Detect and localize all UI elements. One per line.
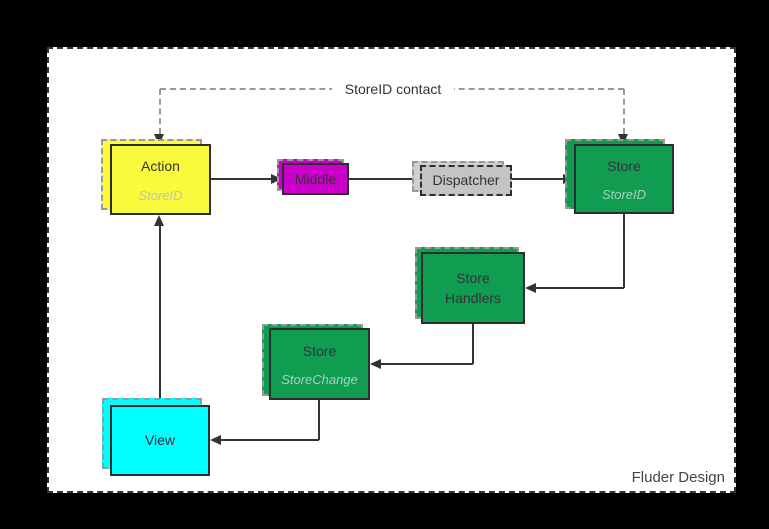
arrowhead-to-middle: [271, 174, 282, 184]
connector-action-to-middle: [211, 178, 272, 180]
connector-handlers-to-storechange: [381, 363, 473, 365]
middle-node[interactable]: Middle: [282, 163, 349, 195]
action-node[interactable]: Action StoreID: [110, 144, 211, 215]
action-node-sublabel: StoreID: [138, 187, 183, 203]
connector-store-to-handlers: [536, 287, 624, 289]
view-node-label: View: [144, 432, 176, 449]
store-change-node[interactable]: Store StoreChange: [269, 328, 370, 400]
store-handlers-node[interactable]: Store Handlers: [421, 252, 525, 324]
connector-handlers-down: [472, 324, 474, 364]
store-node[interactable]: Store StoreID: [574, 144, 674, 214]
store-change-node-sublabel: StoreChange: [281, 372, 358, 388]
store-handlers-node-label: Store Handlers: [444, 269, 502, 306]
storeid-contact-line-right: [623, 89, 625, 134]
diagram-canvas: StoreID contact Action StoreID Mi: [47, 47, 736, 493]
connector-middle-to-dispatcher: [349, 178, 420, 180]
dispatcher-node-label: Dispatcher: [432, 172, 500, 189]
arrowhead-to-store-handlers: [525, 283, 536, 293]
connector-dispatcher-to-store: [512, 178, 563, 180]
connector-view-to-action: [159, 225, 161, 405]
middle-node-label: Middle: [294, 170, 337, 187]
connector-store-down: [623, 214, 625, 288]
view-node[interactable]: View: [110, 405, 210, 476]
store-node-sublabel: StoreID: [601, 187, 647, 203]
store-change-node-label: Store: [302, 342, 337, 359]
action-node-label: Action: [141, 158, 180, 175]
connector-storechange-to-view: [221, 439, 319, 441]
storeid-contact-label: StoreID contact: [332, 80, 454, 98]
watermark-text: Fluder Design: [631, 469, 725, 486]
arrowhead-to-view: [210, 435, 221, 445]
arrowhead-to-store-change: [370, 359, 381, 369]
connector-storechange-down: [318, 400, 320, 440]
storeid-contact-line-left: [159, 89, 161, 134]
dispatcher-node[interactable]: Dispatcher: [420, 165, 512, 196]
store-node-label: Store: [607, 157, 641, 174]
arrowhead-to-action: [154, 215, 164, 226]
